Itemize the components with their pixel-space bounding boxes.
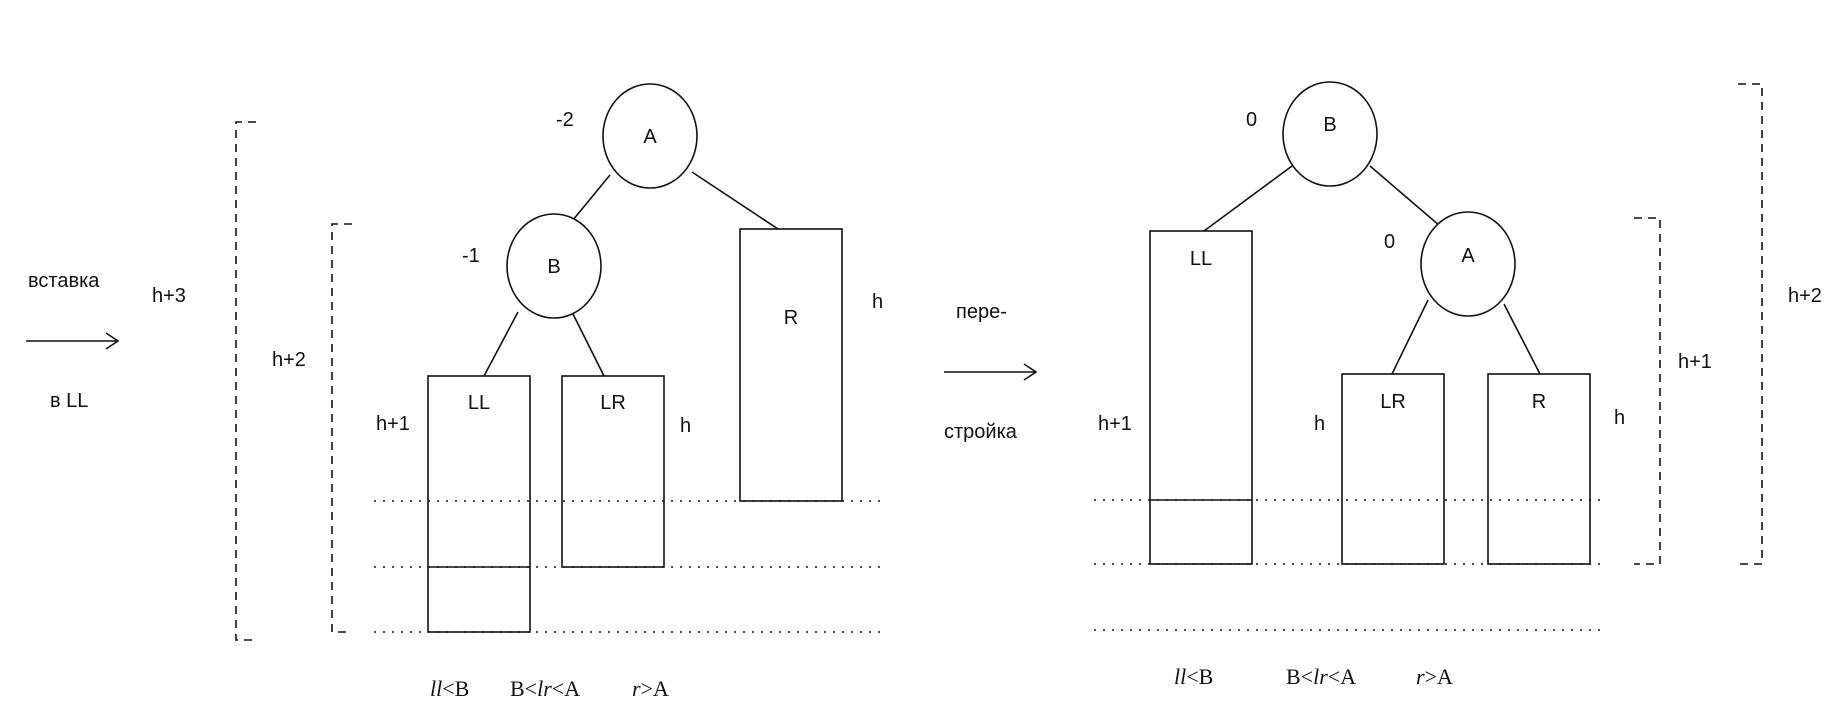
left-node-a [602, 83, 698, 189]
right-node-a-balance: 0 [1384, 231, 1395, 253]
insert-caption-bottom: в LL [50, 390, 88, 412]
left-subtree-ll-height: h+1 [376, 413, 410, 435]
left-node-a-label: A [643, 126, 657, 148]
right-subtree-r-label: R [1532, 391, 1546, 413]
left-node-b [506, 213, 602, 319]
left-node-b-balance: -1 [462, 245, 480, 267]
restructure-arrow-head [1023, 363, 1038, 381]
right-edge-a-r [1503, 303, 1541, 375]
right-node-b [1282, 81, 1378, 187]
left-inner-height-label: h+2 [272, 349, 306, 371]
right-subtree-lr-label: LR [1380, 391, 1406, 413]
restructure-caption-top: пере- [956, 301, 1007, 323]
left-outer-height-label: h+3 [152, 285, 186, 307]
right-subtree-ll [1149, 230, 1253, 565]
right-node-b-balance: 0 [1246, 109, 1257, 131]
left-outer-height-bracket [235, 121, 256, 641]
left-node-b-label: B [547, 256, 560, 278]
right-inner-height-bracket [1634, 217, 1661, 565]
left-edge-a-b [567, 174, 611, 227]
insert-arrow-head [105, 332, 120, 350]
right-node-a [1420, 211, 1516, 317]
left-subtree-lr-height: h [680, 415, 691, 437]
left-condition-lr: B<lr<A [510, 676, 580, 701]
right-condition-ll: ll<B [1174, 664, 1213, 689]
right-subtree-lr-height: h [1314, 413, 1325, 435]
left-inner-height-bracket [331, 223, 352, 633]
right-subtree-r [1487, 373, 1591, 565]
left-subtree-r-label: R [784, 307, 798, 329]
left-subtree-r [739, 228, 843, 502]
left-subtree-lr [561, 375, 665, 568]
left-edge-a-r [691, 171, 779, 230]
left-subtree-ll-label: LL [468, 392, 490, 414]
left-condition-ll: ll<B [430, 676, 469, 701]
left-node-a-balance: -2 [556, 109, 574, 131]
left-condition-r: r>A [632, 676, 669, 701]
left-subtree-ll [427, 375, 531, 633]
right-outer-height-label: h+2 [1788, 285, 1822, 307]
right-condition-r: r>A [1416, 664, 1453, 689]
right-edge-a-lr [1391, 299, 1429, 375]
left-subtree-lr-label: LR [600, 392, 626, 414]
right-subtree-ll-label: LL [1190, 248, 1212, 270]
right-subtree-lr [1341, 373, 1445, 565]
right-subtree-ll-height: h+1 [1098, 413, 1132, 435]
right-node-a-label: A [1461, 245, 1475, 267]
left-edge-b-ll [483, 311, 519, 377]
right-inner-height-label: h+1 [1678, 351, 1712, 373]
left-subtree-r-height: h [872, 291, 883, 313]
insert-caption-top: вставка [28, 270, 100, 292]
right-edge-b-a [1369, 165, 1441, 227]
right-node-b-label: B [1323, 114, 1336, 136]
right-subtree-r-height: h [1614, 407, 1625, 429]
right-edge-b-ll [1203, 165, 1293, 232]
right-outer-height-bracket [1738, 83, 1763, 565]
restructure-caption-bottom: стройка [944, 421, 1018, 443]
right-condition-lr: B<lr<A [1286, 664, 1356, 689]
left-edge-b-lr [571, 311, 605, 377]
